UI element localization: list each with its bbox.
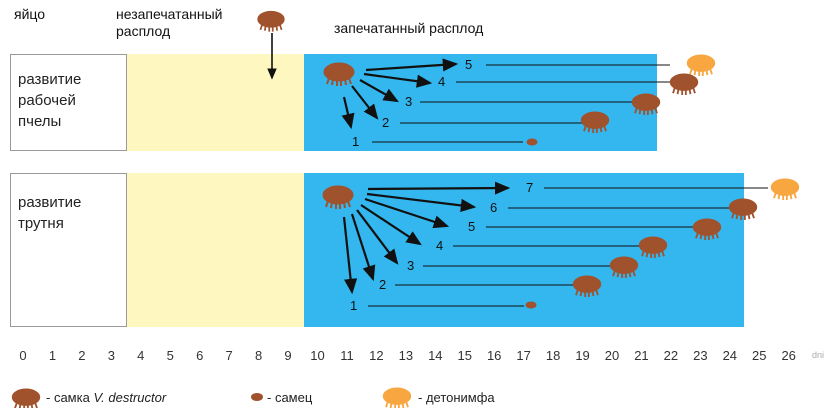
worker-arrows: [341, 58, 459, 130]
row-label-drone-line2: трутня: [18, 215, 64, 232]
day-label: 24: [722, 348, 738, 363]
drone-offspring-number: 1: [350, 298, 358, 313]
header-sealed-brood: запечатанный расплод: [334, 20, 484, 36]
row-label-worker-line1: развитие: [18, 71, 82, 88]
day-label: 1: [48, 348, 57, 363]
worker-offspring-number: 4: [438, 74, 446, 89]
worker-offspring-number: 3: [405, 94, 413, 109]
header-unsealed-line2: расплод: [116, 23, 171, 39]
header-egg: яйцо: [14, 6, 46, 22]
drone-mite-male-icon: [525, 301, 537, 309]
legend-female-prefix: - самка: [46, 390, 94, 405]
worker-mite-female-icons: [580, 73, 699, 133]
row-label-worker-bee: развитие рабочей пчелы: [10, 54, 127, 151]
day-label: 15: [457, 348, 472, 363]
row-label-drone: развитие трутня: [10, 173, 127, 327]
day-label: 20: [604, 348, 620, 363]
drone-mite-female-icons: [572, 198, 758, 297]
day-label: 10: [310, 348, 325, 363]
day-label: 11: [340, 348, 354, 363]
legend-deutonymph-icon: [382, 387, 412, 408]
header-unsealed-line1: незапечатанный: [116, 6, 223, 22]
day-label: 5: [166, 348, 174, 363]
day-label: 16: [486, 348, 502, 363]
legend-male: - самец: [267, 390, 313, 405]
drone-offspring-number: 2: [379, 277, 387, 292]
day-label: 8: [254, 348, 263, 363]
day-label: 12: [369, 348, 384, 363]
day-label: 22: [663, 348, 679, 363]
drone-unsealed-zone: [127, 173, 304, 327]
drone-offspring-number: 3: [407, 258, 415, 273]
drone-mite-deutonymph-icon: [770, 178, 800, 200]
day-label: 18: [545, 348, 561, 363]
legend-female-icon: [11, 388, 41, 408]
day-label: 14: [428, 348, 443, 363]
worker-offspring-number: 2: [382, 115, 390, 130]
day-axis-unit: dni: [812, 350, 825, 360]
day-label: 6: [196, 348, 204, 363]
legend-deutonymph: - детонимфа: [418, 390, 495, 405]
day-label: 0: [19, 348, 27, 363]
legend-female: - самка V. destructor: [46, 390, 166, 406]
drone-arrows: [342, 181, 511, 295]
drone-timelines: [368, 187, 768, 307]
worker-mite-deutonymph-icon: [686, 54, 716, 76]
legend-male-icon: [251, 393, 263, 401]
day-label: 2: [78, 348, 86, 363]
worker-offspring-number: 5: [465, 57, 473, 72]
worker-mite-female-icon: [323, 62, 355, 86]
drone-sealed-zone: [304, 173, 744, 327]
day-label: 9: [284, 348, 292, 363]
drone-offspring-number: 4: [436, 238, 444, 253]
day-label: 21: [634, 348, 649, 363]
worker-mite-male-icon: [526, 138, 538, 146]
mite-female-icon: [256, 10, 286, 32]
row-label-worker-line3: пчелы: [18, 113, 62, 130]
drone-offspring-number: 7: [526, 180, 534, 195]
drone-offspring-number: 6: [490, 200, 498, 215]
day-label: 23: [693, 348, 708, 363]
worker-timelines: [372, 64, 672, 143]
day-label: 13: [398, 348, 414, 363]
legend-female-species: V. destructor: [93, 390, 167, 405]
day-label: 25: [752, 348, 767, 363]
row-label-worker-line2: рабочей: [18, 92, 76, 109]
day-label: 4: [137, 348, 145, 363]
drone-offspring-number: 5: [468, 219, 476, 234]
day-label: 19: [575, 348, 590, 363]
header-unsealed-brood: незапечатанный расплод: [116, 6, 256, 40]
row-label-drone-line1: развитие: [18, 194, 82, 211]
day-label: 3: [107, 348, 115, 363]
drone-mite-female-icon: [322, 185, 354, 209]
day-label: 26: [781, 348, 796, 363]
worker-offspring-number: 1: [352, 134, 360, 149]
day-label: 7: [225, 348, 233, 363]
day-label: 17: [516, 348, 531, 363]
